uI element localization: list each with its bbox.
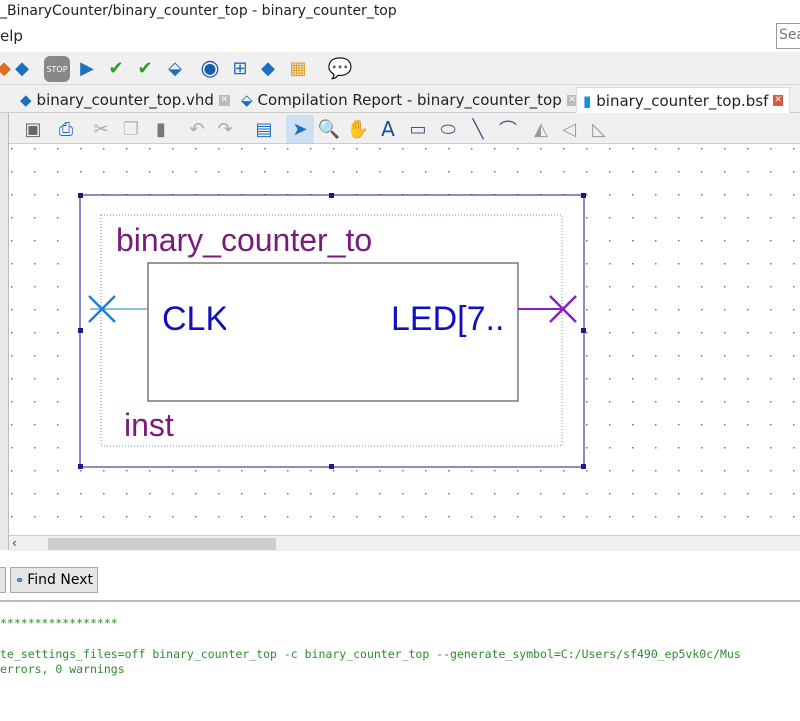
output-pin-label[interactable]: LED[7..: [391, 300, 504, 338]
line-tool-icon[interactable]: ╲: [472, 118, 484, 140]
close-icon[interactable]: ✕: [218, 94, 230, 106]
editor-toolbar: ▣ ⎙ ✂ ❐ ▮ ↶ ↷ ▤ ➤ 🔍 ✋ A ▭ ⬭ ╲ ⌒ ◭ ◁ ◺: [9, 113, 800, 144]
document-tabs: ◆binary_counter_top.vhd ✕ ⬙Compilation Re…: [0, 85, 800, 113]
input-pin-x-icon: [88, 295, 116, 323]
cut-icon[interactable]: ✂: [93, 118, 109, 140]
selection-handles[interactable]: [78, 193, 586, 469]
output-pin-x-icon: [549, 295, 577, 323]
tab-label: Compilation Report - binary_counter_top: [257, 91, 562, 109]
copy-icon[interactable]: ❐: [122, 118, 140, 140]
rotate-icon[interactable]: ◺: [592, 118, 606, 140]
zoom-tool-icon[interactable]: 🔍: [317, 118, 341, 140]
window-title: _BinaryCounter/binary_counter_top - bina…: [0, 3, 397, 19]
programmer-icon[interactable]: ◆: [261, 57, 275, 79]
flip-horizontal-icon[interactable]: ◭: [534, 118, 548, 140]
undo-icon[interactable]: ↶: [189, 118, 205, 140]
close-icon[interactable]: ✕: [566, 94, 578, 106]
tab-vhd[interactable]: ◆binary_counter_top.vhd ✕: [14, 87, 236, 113]
scroll-left-icon[interactable]: ‹: [12, 536, 17, 550]
binoculars-icon: ⚭: [15, 573, 25, 587]
horizontal-scrollbar[interactable]: ‹: [9, 535, 800, 551]
arc-tool-icon[interactable]: ⌒: [499, 120, 517, 141]
tab-bsf[interactable]: ▮binary_counter_top.bsf ✕: [576, 87, 790, 113]
find-next-button[interactable]: ⚭Find Next: [10, 567, 98, 593]
console-line: errors, 0 warnings: [0, 662, 125, 676]
chip-planner-icon[interactable]: ▦: [289, 57, 307, 79]
rtl-viewer-icon[interactable]: ⊞: [232, 57, 248, 79]
fitter-icon[interactable]: ⬙: [168, 57, 182, 79]
report-icon: ⬙: [241, 91, 253, 109]
search-input[interactable]: Sea: [776, 23, 800, 49]
main-toolbar: ◆ ◆ STOP ▶ ✔ ✔ ⬙ ◉ ⊞ ◆ ▦ 💬: [0, 52, 800, 85]
save-icon[interactable]: ▣: [24, 118, 42, 140]
left-panel: [0, 113, 9, 550]
hand-tool-icon[interactable]: ✋: [346, 118, 370, 140]
console-line: *****************: [0, 616, 118, 630]
redo-icon[interactable]: ↷: [217, 118, 233, 140]
scrollbar-thumb[interactable]: [48, 538, 276, 550]
canvas-drawing: binary_counter_to CLK LED[7.. inst: [9, 144, 800, 535]
close-icon[interactable]: ✕: [773, 95, 783, 106]
symbol-name: binary_counter_to: [116, 222, 372, 258]
selection-tool-icon[interactable]: ➤: [286, 115, 314, 143]
symbol-tool-icon[interactable]: ▤: [255, 118, 273, 140]
instance-name: inst: [124, 407, 174, 443]
symbol-canvas[interactable]: binary_counter_to CLK LED[7.. inst: [9, 144, 800, 535]
compile-icon[interactable]: ◆: [0, 57, 11, 79]
tab-label: binary_counter_top.bsf: [596, 91, 769, 110]
pin-planner-icon[interactable]: ◆: [15, 57, 29, 79]
menu-help[interactable]: elp: [0, 27, 23, 45]
find-previous-button[interactable]: [0, 567, 6, 593]
bsf-file-icon: ▮: [583, 91, 592, 110]
text-tool-icon[interactable]: A: [381, 117, 395, 141]
print-icon[interactable]: ⎙: [58, 118, 74, 140]
find-next-label: Find Next: [27, 572, 93, 588]
paste-icon[interactable]: ▮: [156, 118, 166, 140]
console-line: te_settings_files=off binary_counter_top…: [0, 647, 741, 661]
start-compilation-icon[interactable]: ▶: [80, 57, 94, 79]
tab-label: binary_counter_top.vhd: [36, 91, 214, 109]
analysis-synthesis-icon[interactable]: ✔: [137, 57, 153, 79]
tab-compilation-report[interactable]: ⬙Compilation Report - binary_counter_top…: [235, 87, 584, 113]
vhdl-file-icon: ◆: [20, 91, 32, 109]
rectangle-tool-icon[interactable]: ▭: [409, 118, 427, 140]
help-chat-icon[interactable]: 💬: [327, 56, 353, 80]
analysis-icon[interactable]: ✔: [108, 57, 124, 79]
input-pin-label[interactable]: CLK: [162, 300, 228, 338]
oval-tool-icon[interactable]: ⬭: [440, 118, 456, 140]
find-panel: ⚭Find Next: [0, 553, 800, 602]
timing-analyzer-icon[interactable]: ◉: [200, 55, 220, 81]
symbol-body[interactable]: [147, 262, 519, 402]
stop-icon[interactable]: STOP: [44, 56, 70, 82]
flip-vertical-icon[interactable]: ◁: [562, 118, 576, 140]
